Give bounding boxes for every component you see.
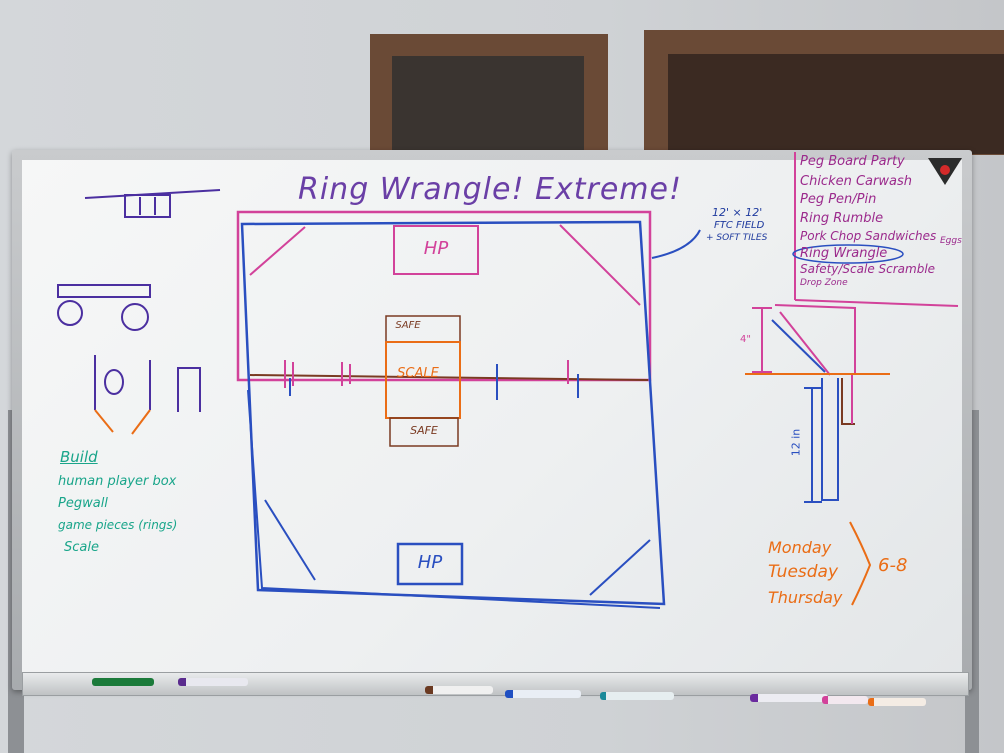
peg-sketch xyxy=(84,189,221,218)
game-list-item-6: Ring Wrangle xyxy=(800,246,888,261)
schedule-day-3: Thursday xyxy=(768,588,843,607)
field-note-arrow xyxy=(651,229,701,259)
door-left-opening xyxy=(392,56,584,154)
hp-bottom-label: HP xyxy=(417,552,443,573)
safe-bottom-label: SAFE xyxy=(410,424,438,437)
schedule-brace xyxy=(849,521,872,606)
game-list-note: Eggs xyxy=(940,236,962,246)
hp-top-label: HP xyxy=(423,238,449,259)
game-list-item-7: Safety/Scale Scramble xyxy=(800,262,936,276)
schedule-time: 6-8 xyxy=(878,555,908,576)
cart-sketch xyxy=(57,284,151,331)
marker-orange xyxy=(868,698,926,706)
whiteboard-surface xyxy=(22,160,962,680)
marker-pink xyxy=(822,696,868,704)
game-list-item-4: Ring Rumble xyxy=(800,211,884,226)
scale-side-diagram xyxy=(745,304,890,503)
build-heading: Build xyxy=(60,448,98,466)
game-list-box xyxy=(792,152,959,307)
door-right-panel xyxy=(668,54,1004,154)
marker-blue xyxy=(505,690,581,698)
marker-teal xyxy=(600,692,674,700)
safe-top-label: SAFE xyxy=(395,320,421,331)
build-item-2: Pegwall xyxy=(58,496,108,511)
height-label: 12 in xyxy=(789,428,803,457)
ring-sketch xyxy=(94,355,201,435)
build-item-1: human player box xyxy=(58,474,177,489)
marker-green xyxy=(92,678,154,686)
board-title: Ring Wrangle! Extreme! xyxy=(298,172,683,207)
scale-label: SCALE xyxy=(397,366,439,381)
game-list-item-5: Pork Chop Sandwiches xyxy=(800,229,937,243)
game-list-item-3: Peg Pen/Pin xyxy=(800,192,877,207)
field-note-line-2: FTC FIELD xyxy=(714,220,765,231)
game-list-item-1: Peg Board Party xyxy=(800,154,905,169)
marker-purple-2 xyxy=(750,694,828,702)
team-logo-icon xyxy=(928,158,962,185)
small-height-label: 4" xyxy=(740,334,751,345)
field-outline xyxy=(236,210,666,609)
schedule-day-1: Monday xyxy=(768,538,832,557)
game-list-item-8: Drop Zone xyxy=(800,278,848,288)
marker-brown xyxy=(425,686,493,694)
build-item-3: game pieces (rings) xyxy=(58,518,178,532)
marker-purple xyxy=(178,678,248,686)
game-list-item-2: Chicken Carwash xyxy=(800,174,912,189)
build-item-4: Scale xyxy=(64,540,99,555)
field-note-line-3: + SOFT TILES xyxy=(706,233,768,243)
schedule-day-2: Tuesday xyxy=(768,562,839,582)
field-note-line-1: 12' × 12' xyxy=(712,206,763,219)
